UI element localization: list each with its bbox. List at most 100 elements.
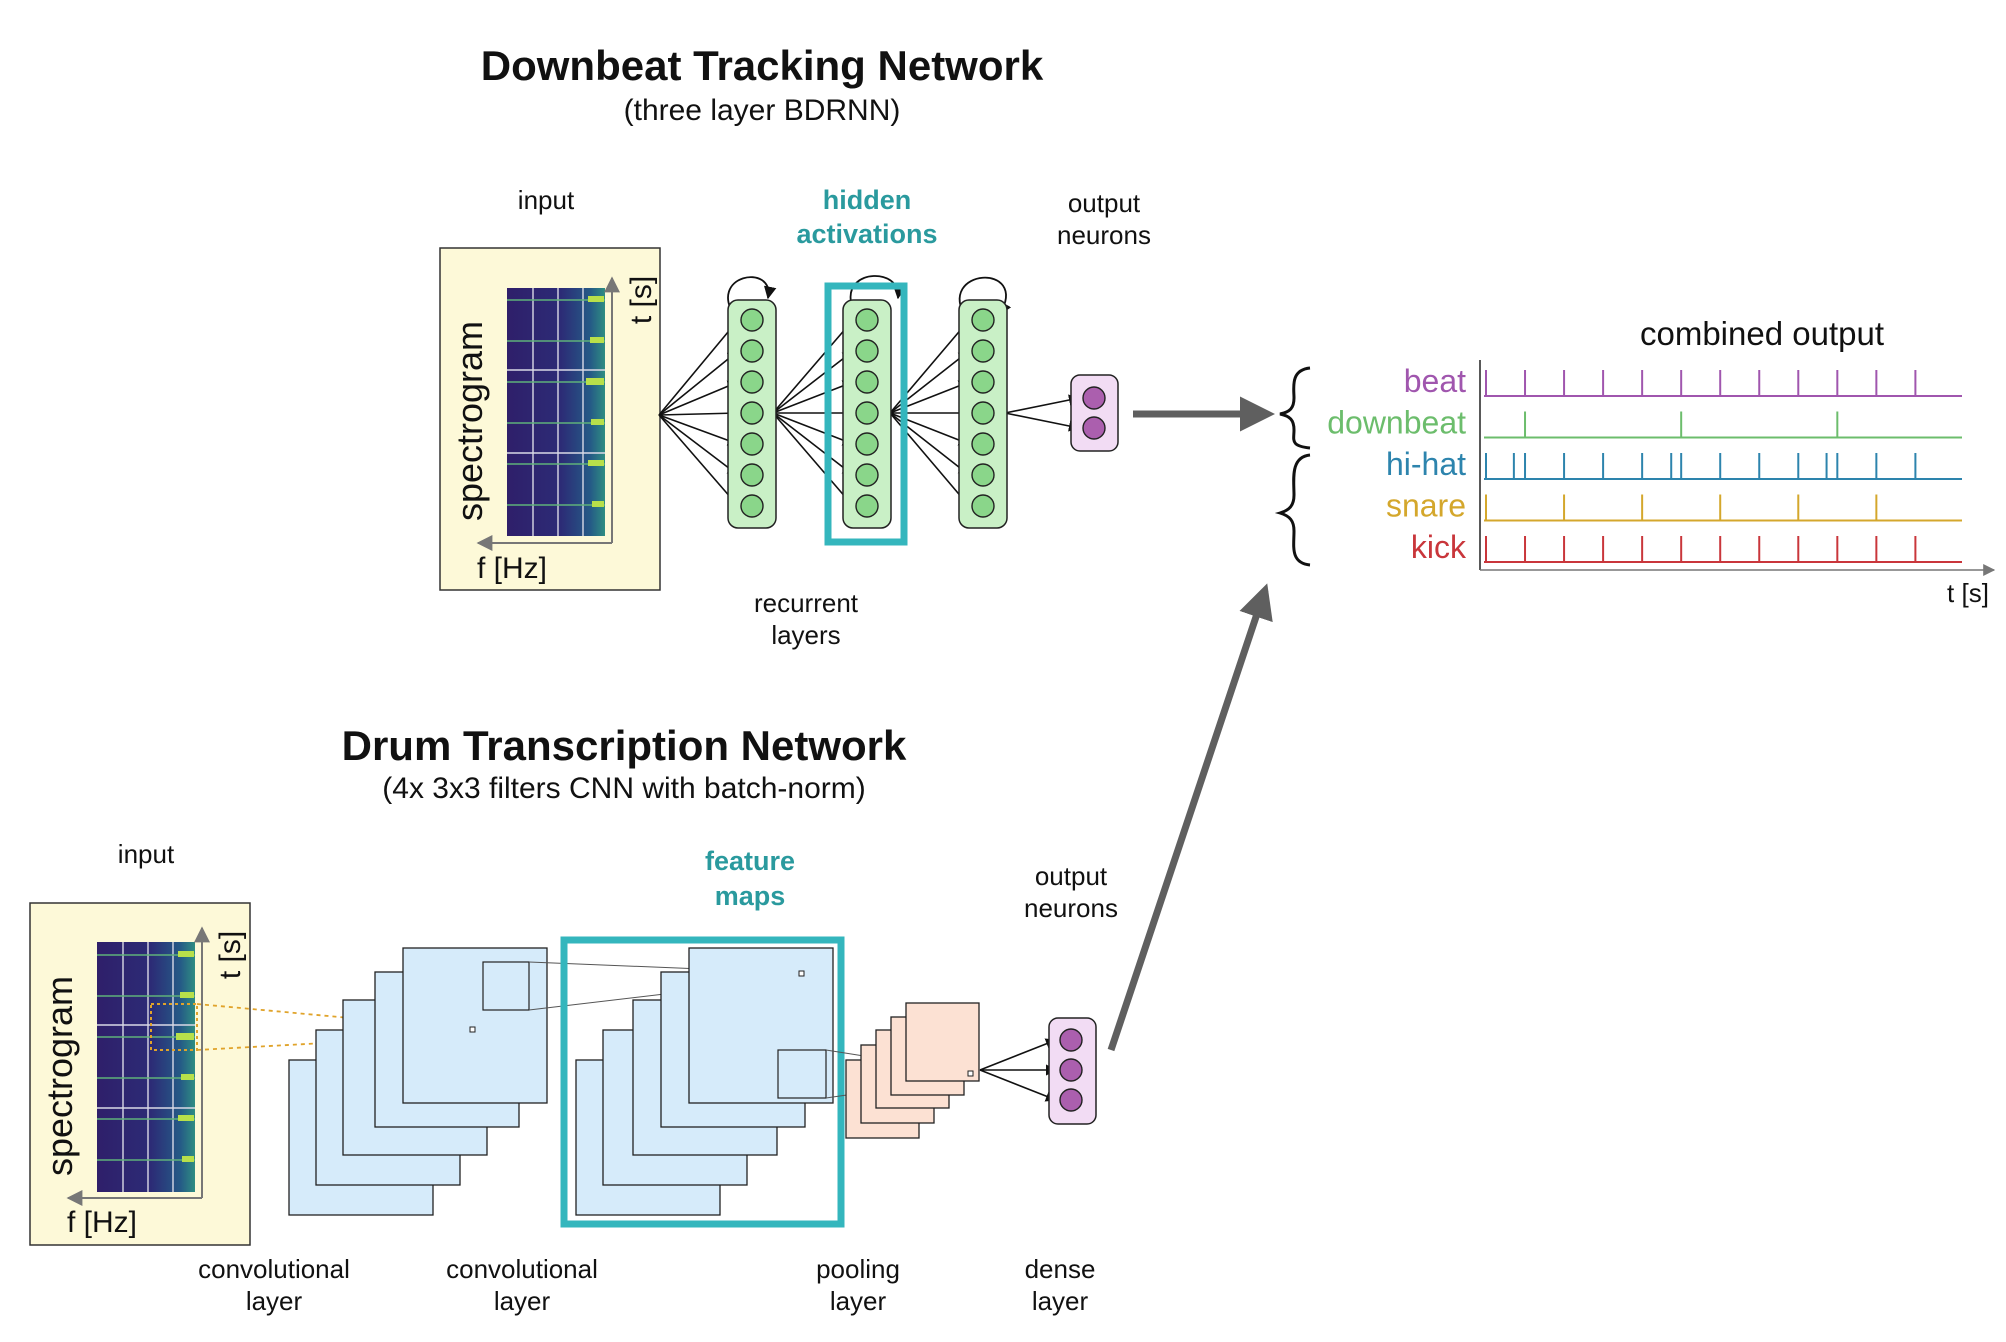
combined-time-axis-label: t [s] xyxy=(1947,578,1989,608)
recurrent-label-line1: recurrent xyxy=(754,588,859,618)
downbeat-network-title: Downbeat Tracking Network xyxy=(481,42,1044,89)
conv2-window xyxy=(777,1049,827,1099)
conv-layer-1-label-line1: convolutional xyxy=(198,1254,350,1284)
pooling-map xyxy=(905,1002,980,1082)
pooling-layer-maps xyxy=(845,1002,980,1139)
recurrent-neuron xyxy=(740,432,764,456)
spectrogram-image xyxy=(97,942,195,1192)
output-neuron xyxy=(1059,1088,1083,1112)
conv2-unit xyxy=(798,970,805,977)
drum-network-subtitle: (4x 3x3 filters CNN with batch-norm) xyxy=(382,772,865,805)
recurrent-neuron xyxy=(740,494,764,518)
track-label-beat: beat xyxy=(1404,363,1466,399)
recurrent-neuron xyxy=(971,370,995,394)
dense-layer-label-line1: dense xyxy=(1025,1254,1096,1284)
feature-maps-highlight xyxy=(560,936,845,1228)
drum-to-combined-arrow xyxy=(1107,583,1273,1052)
combined-output: combined output t [s] beatdownbeathi-hat… xyxy=(1274,315,1996,608)
recurrent-neurons xyxy=(740,308,995,518)
hidden-label-line1: hidden xyxy=(823,185,912,215)
feature-maps-label-line2: maps xyxy=(715,881,786,911)
downbeat-network-subtitle: (three layer BDRNN) xyxy=(624,94,901,127)
feature-map xyxy=(688,947,834,1104)
output-label-line2: neurons xyxy=(1024,893,1118,923)
recurrent-neuron xyxy=(971,339,995,363)
spectrogram-grid xyxy=(97,942,195,1192)
drum-network: Drum Transcription Network (4x 3x3 filte… xyxy=(29,583,1273,1316)
spectrogram-image xyxy=(507,288,605,536)
drum-output-neurons: output neurons xyxy=(1024,861,1118,1125)
recurrent-neuron xyxy=(740,463,764,487)
output-neuron xyxy=(1082,416,1106,440)
drum-brace xyxy=(1274,453,1311,567)
input-connections xyxy=(658,319,740,507)
drum-input-panel: t [s] f [Hz] spectrogram xyxy=(29,902,251,1246)
conv-layer-2-label-line2: layer xyxy=(494,1286,551,1316)
time-axis-label: t [s] xyxy=(214,931,247,979)
track-label-snare: snare xyxy=(1386,488,1466,524)
pooling-layer-label-line2: layer xyxy=(830,1286,887,1316)
conv-layer-2-label-line1: convolutional xyxy=(446,1254,598,1284)
conv-layer-1-maps xyxy=(288,947,548,1216)
recurrent-label-line2: layers xyxy=(771,620,840,650)
output-neuron-box xyxy=(1070,374,1119,452)
recurrent-neuron xyxy=(971,494,995,518)
conv1-window xyxy=(482,961,530,1011)
layer1-to-layer2-connections xyxy=(772,319,855,507)
dense-layer-label-line2: layer xyxy=(1032,1286,1089,1316)
recurrent-neuron xyxy=(740,401,764,425)
drum-input-label: input xyxy=(118,839,175,869)
time-axis-label: t [s] xyxy=(625,276,658,324)
conv-layer-2-maps xyxy=(575,947,834,1216)
drum-network-title: Drum Transcription Network xyxy=(342,722,907,769)
track-label-kick: kick xyxy=(1411,529,1467,565)
spectrogram-grid xyxy=(507,288,605,536)
spectrogram-label: spectrogram xyxy=(449,321,490,521)
frequency-axis-label: f [Hz] xyxy=(67,1206,137,1239)
output-neuron xyxy=(1082,386,1106,410)
recurrent-neuron xyxy=(971,401,995,425)
recurrent-neuron xyxy=(855,401,879,425)
combined-output-title: combined output xyxy=(1640,315,1884,352)
frequency-axis-label: f [Hz] xyxy=(477,552,547,585)
hidden-activations-highlight xyxy=(824,282,908,546)
recurrent-layers: hidden activations recurrent layers xyxy=(658,185,1081,650)
conv1-unit xyxy=(469,1026,476,1033)
downbeat-input-label: input xyxy=(518,185,575,215)
recurrent-neuron xyxy=(971,463,995,487)
recurrent-neuron xyxy=(855,308,879,332)
track-label-downbeat: downbeat xyxy=(1327,405,1466,441)
recurrent-neuron xyxy=(855,432,879,456)
downbeat-brace xyxy=(1279,366,1311,450)
output-label-line1: output xyxy=(1068,188,1141,218)
pooling-unit xyxy=(967,1070,974,1077)
pooling-layer-label-line1: pooling xyxy=(816,1254,900,1284)
recurrent-neuron xyxy=(855,494,879,518)
spectrogram-peaks xyxy=(176,951,194,1162)
layer3-to-output-connections xyxy=(1004,394,1081,432)
recurrent-loop-3 xyxy=(958,276,1012,319)
recurrent-neuron xyxy=(740,370,764,394)
output-neuron xyxy=(1059,1058,1083,1082)
recurrent-neuron xyxy=(855,339,879,363)
spectrogram-label: spectrogram xyxy=(39,976,80,1176)
hidden-label-line2: activations xyxy=(796,219,937,249)
downbeat-network: Downbeat Tracking Network (three layer B… xyxy=(439,42,1275,650)
output-neuron xyxy=(1059,1028,1083,1052)
recurrent-neuron xyxy=(971,308,995,332)
recurrent-neuron xyxy=(855,463,879,487)
downbeat-output-neurons: output neurons xyxy=(1057,188,1151,452)
receptive-field-box xyxy=(150,1003,198,1051)
conv-layer-1-label-line2: layer xyxy=(246,1286,303,1316)
recurrent-neuron xyxy=(740,308,764,332)
recurrent-neuron xyxy=(971,432,995,456)
output-label-line2: neurons xyxy=(1057,220,1151,250)
spectrogram-peaks xyxy=(586,296,604,507)
recurrent-neuron xyxy=(855,370,879,394)
feature-map xyxy=(402,947,548,1104)
recurrent-neuron xyxy=(740,339,764,363)
output-label-line1: output xyxy=(1035,861,1108,891)
feature-maps-label-line1: feature xyxy=(705,846,795,876)
